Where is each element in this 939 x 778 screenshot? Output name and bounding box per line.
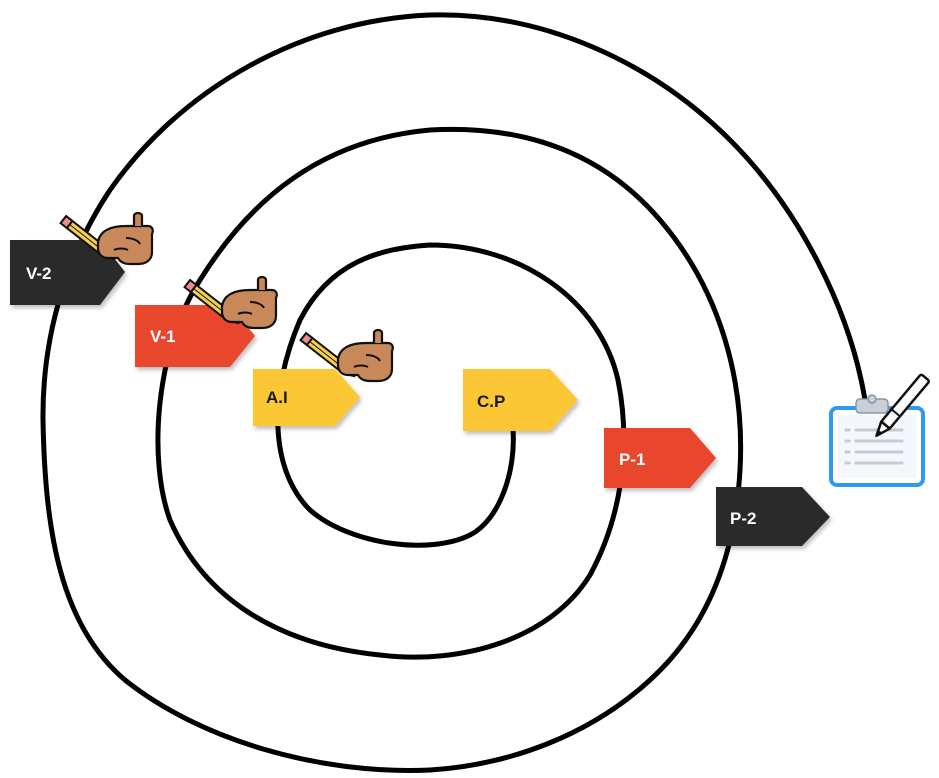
stage-label-ai: A.I: [266, 388, 288, 407]
stage-tag-p2: [716, 487, 830, 546]
clipboard-with-pen-icon: [829, 373, 930, 487]
stage-label-p1: P-1: [619, 450, 645, 469]
stage-tag-ai: [253, 369, 360, 426]
stage-label-p2: P-2: [730, 509, 756, 528]
stage-tag-cp: [463, 369, 578, 431]
stage-tag-v2: [10, 240, 125, 305]
stage-label-cp: C.P: [477, 392, 505, 411]
stage-label-v2: V-2: [26, 264, 52, 283]
stage-label-v1: V-1: [150, 327, 176, 346]
stage-tag-p1: [604, 428, 716, 488]
spiral-line: [40, 12, 868, 773]
